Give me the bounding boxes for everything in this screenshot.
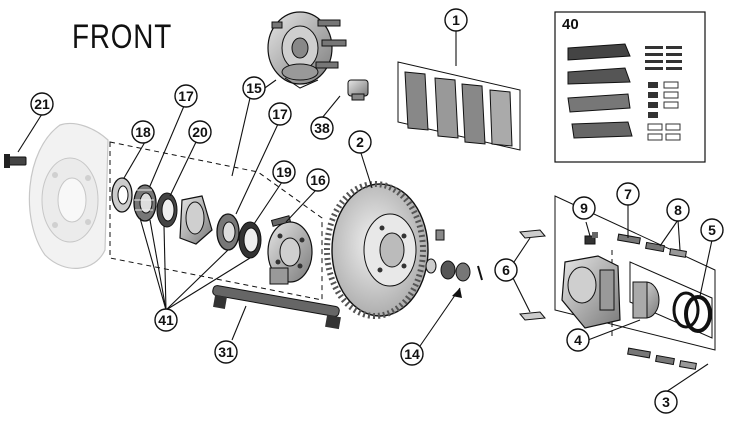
callout-label: 4 xyxy=(574,332,582,348)
callout-18: 18 xyxy=(131,120,155,144)
callout-numbers: 1 2 3 4 5 6 7 8 9 14 15 16 17 17 18 19 20 21 31 38 41 xyxy=(30,8,724,414)
callout-4: 4 xyxy=(566,328,590,352)
callout-label: 7 xyxy=(624,186,632,202)
shield-bolt xyxy=(4,154,27,168)
callout-17: 17 xyxy=(268,102,292,126)
callout-label: 38 xyxy=(314,120,330,136)
callout-label: 2 xyxy=(356,134,364,150)
diagram-heading: FRONT xyxy=(72,18,173,56)
dust-shield xyxy=(28,122,109,269)
callout-7: 7 xyxy=(616,182,640,206)
callout-9: 9 xyxy=(572,196,596,220)
leader-lines xyxy=(17,30,713,393)
callout-21: 21 xyxy=(30,92,54,116)
callout-5: 5 xyxy=(700,218,724,242)
anti-rattle-clips xyxy=(519,229,546,321)
callout-label: 9 xyxy=(580,200,588,216)
bleeder-screw xyxy=(584,232,598,245)
piston-seals xyxy=(672,291,712,333)
callout-label: 17 xyxy=(272,106,288,122)
callout-label: 41 xyxy=(158,312,174,328)
axle-shaft xyxy=(212,285,341,330)
callout-38: 38 xyxy=(310,116,334,140)
hub-body xyxy=(179,195,213,245)
callout-1: 1 xyxy=(444,8,468,32)
callout-label: 6 xyxy=(502,262,510,278)
callout-label: 3 xyxy=(662,394,670,410)
spindle-nut-parts xyxy=(425,229,483,282)
brake-pad-set xyxy=(397,61,521,151)
inset-number: 40 xyxy=(562,16,579,33)
callout-17: 17 xyxy=(174,84,198,108)
callout-41: 41 xyxy=(154,308,178,332)
callout-6: 6 xyxy=(494,258,518,282)
grease-seal-inner xyxy=(238,221,262,259)
callout-14: 14 xyxy=(400,342,424,366)
callout-label: 16 xyxy=(310,172,326,188)
wheel-bearing-outer xyxy=(133,184,157,222)
brake-caliper xyxy=(561,255,621,329)
callout-label: 15 xyxy=(246,80,262,96)
callout-label: 14 xyxy=(404,346,420,362)
callout-15: 15 xyxy=(242,76,266,100)
callout-label: 19 xyxy=(276,164,292,180)
callout-2: 2 xyxy=(348,130,372,154)
grease-seal-outer xyxy=(111,177,133,213)
callout-16: 16 xyxy=(306,168,330,192)
callout-19: 19 xyxy=(272,160,296,184)
bearing-race-outer xyxy=(156,192,178,228)
bearing-group-outline xyxy=(109,141,323,301)
callout-label: 5 xyxy=(708,222,716,238)
callout-3: 3 xyxy=(654,390,678,414)
callout-20: 20 xyxy=(188,120,212,144)
callout-label: 17 xyxy=(178,88,194,104)
brake-rotor xyxy=(324,181,429,319)
callout-label: 21 xyxy=(34,96,50,112)
hub-flange xyxy=(267,221,313,285)
callout-label: 31 xyxy=(218,344,234,360)
callout-label: 1 xyxy=(452,12,460,28)
callout-label: 18 xyxy=(135,124,151,140)
callout-8: 8 xyxy=(666,198,690,222)
callout-label: 20 xyxy=(192,124,208,140)
callout-31: 31 xyxy=(214,340,238,364)
arrow-head xyxy=(452,288,462,298)
brake-pad-kit-inset xyxy=(554,11,706,163)
caliper-pins xyxy=(617,233,697,370)
caliper-piston xyxy=(629,261,713,339)
wheel-bearing-inner xyxy=(216,213,240,251)
hub-bearing-assembly xyxy=(267,11,347,89)
callout-label: 8 xyxy=(674,202,682,218)
lug-nut xyxy=(347,79,369,101)
